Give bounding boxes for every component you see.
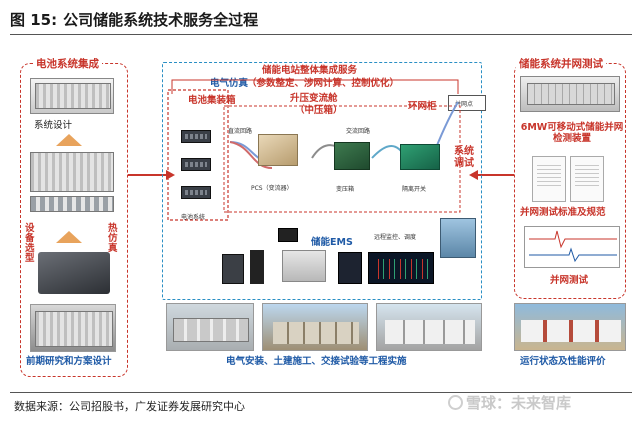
right-panel-caption: 运行状态及性能评价 [520,356,606,367]
battery-module-3 [181,186,211,199]
installation-photo-2 [262,303,368,351]
ems-label: 储能EMS [311,237,353,248]
remote-monitor-label: 远程监控、调度 [374,234,417,241]
dc-loop-label: 直流回路 [228,128,253,135]
watermark-text: 雪球：未来智库 [466,394,572,412]
battery-container-label: 电池集装箱 [188,95,236,106]
ring-unit-image [400,144,440,170]
grid-point-label: 并网点 [455,101,474,108]
integration-service-label: 储能电站整体集成服务 [262,65,358,76]
research-photo [30,304,116,352]
watermark-icon [448,395,463,410]
equipment-selection-label: 设备选型 [25,223,35,264]
battery-rack-image [35,83,111,109]
ems-meter-image [222,254,244,284]
ring-unit-label: 环网柜 [408,101,437,112]
pcs-label: PCS（变流器） [251,185,293,192]
isolation-switch-label: 隔离开关 [402,186,427,193]
ems-container-image [282,250,326,282]
mobile-device-label: 6MW可移动式储能并网检测装置 [520,122,624,145]
boost-cabin-label: 升压变流舱 [290,93,338,104]
battery-system-label: 电池系统 [181,214,206,221]
ems-screen-image [368,252,434,284]
installation-photo-3-detail [385,320,475,344]
ems-cabinet-image [250,250,264,284]
battery-module-2 [181,158,211,171]
integration-detail-label: （参数整定、涉网计算、控制优化） [247,78,400,89]
operation-photo [514,303,626,351]
boost-cabin-sub-label: （中压箱） [295,105,343,116]
standard-doc-2 [570,156,604,202]
installation-photo-3 [376,303,482,351]
standard-doc-1 [532,156,566,202]
figure-title-row: 图 15: 公司储能系统技术服务全过程 [10,6,258,32]
test-waveform-chart [524,226,620,268]
waveform-svg [529,230,617,263]
installation-photo-1 [166,303,254,351]
system-design-diagram [30,152,114,192]
standards-label: 并网测试标准及规范 [520,207,606,218]
thermal-cabinet-image [38,252,110,294]
dc-cable-2 [229,141,273,169]
source-divider [10,392,632,393]
test-device-image [520,76,620,112]
waveform-red [529,230,617,249]
battery-cabinet-image [30,78,114,114]
up-arrow-icon-2 [56,231,82,243]
electrical-sim-label: 电气仿真 [210,78,249,89]
left-panel-heading: 电池系统集成 [33,56,102,71]
right-panel-heading: 储能系统并网测试 [516,56,606,71]
ems-server-image [338,252,362,284]
integration-bracket [171,79,459,94]
transformer-label: 变压箱 [336,186,355,193]
test-device-detail [527,83,615,105]
source-note: 数据来源：公司招股书，广发证券发展研究中心 [14,400,245,413]
control-room-image [440,218,476,258]
system-debug-label: 系统调试 [454,146,474,169]
ems-monitor-image [278,228,298,242]
waveform-blue [529,247,617,263]
left-panel-caption: 前期研究和方案设计 [26,356,112,367]
figure-title: 公司储能系统技术服务全过程 [63,10,259,29]
integration-service-panel [162,62,482,300]
installation-photo-2-detail [273,322,359,344]
pcs-image [258,134,298,166]
research-rack-image [35,311,113,347]
transformer-image [334,142,370,170]
system-design-label: 系统设计 [34,120,73,131]
up-arrow-icon [56,134,82,146]
installation-photo-1-detail [173,318,249,342]
system-frame [223,105,461,213]
ac-loop-label: 交流回路 [346,128,371,135]
module-row-image [30,196,114,212]
title-divider [10,34,632,35]
grid-test-label: 并网测试 [550,275,589,286]
container-frame [167,89,229,221]
battery-module-1 [181,130,211,143]
operation-photo-detail [521,320,621,342]
grid-point-box: 并网点 [448,95,486,111]
figure-label: 图 15: [10,10,58,29]
ems-screen-chart [373,259,431,279]
thermal-simulation-label: 热仿真 [108,223,118,254]
center-panel-caption: 电气安装、土建施工、交接试验等工程实施 [226,356,407,367]
